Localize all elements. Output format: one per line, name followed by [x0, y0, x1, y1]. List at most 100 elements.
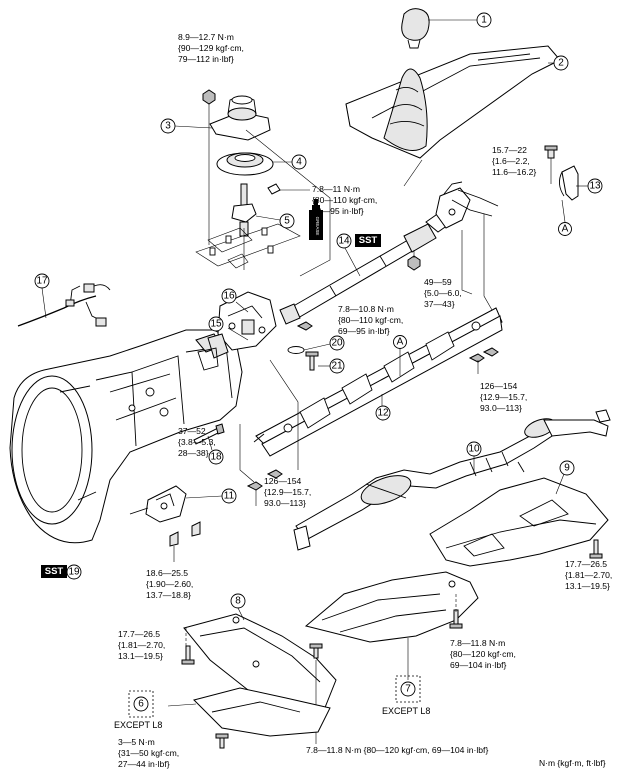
- torque-18: 37—52 {3.8—5.3, 28—38}: [178, 426, 216, 458]
- svg-text:{3.8—5.3,: {3.8—5.3,: [178, 437, 216, 447]
- callout-8: 8: [230, 593, 246, 609]
- shaft-nut: [407, 255, 421, 271]
- svg-text:{80—110 kgf·cm,: {80—110 kgf·cm,: [338, 315, 403, 325]
- callout-11: 11: [221, 488, 237, 504]
- leader-16: [235, 301, 249, 313]
- svg-text:10: 10: [468, 444, 480, 455]
- callout-18: 18: [208, 449, 224, 465]
- svg-text:21: 21: [331, 361, 343, 372]
- except-label-7: EXCEPT L8: [382, 706, 430, 716]
- callout-21: 21: [329, 358, 345, 374]
- callout-4: 4: [291, 154, 307, 170]
- svg-text:69—95 in·lbf}: 69—95 in·lbf}: [338, 326, 390, 336]
- svg-text:15: 15: [210, 319, 222, 330]
- svg-text:9: 9: [564, 463, 570, 474]
- callout-7: 7: [400, 681, 416, 697]
- svg-text:1: 1: [481, 15, 487, 26]
- svg-text:7.8—11.8 N·m {80—120 kgf·cm, 6: 7.8—11.8 N·m {80—120 kgf·cm, 69—104 in·l…: [306, 745, 488, 755]
- heat-shield-bolt: [589, 539, 603, 559]
- svg-text:13.1—19.5}: 13.1—19.5}: [118, 651, 163, 661]
- torque-9: 17.7—26.5 {1.81—2.70, 13.1—19.5}: [565, 559, 612, 591]
- leader-9: [555, 473, 565, 495]
- torque-11: 18.6—25.5 {1.90—2.60, 13.7—18.8}: [146, 568, 193, 600]
- callout-6: 6: [133, 696, 149, 712]
- svg-text:14: 14: [338, 236, 350, 247]
- guide-cm-left: [239, 424, 255, 483]
- svg-text:3: 3: [165, 121, 171, 132]
- svg-text:37—43}: 37—43}: [424, 299, 455, 309]
- guide-right-insulator: [245, 129, 331, 277]
- leader-A1: [561, 199, 566, 223]
- guide-line: [403, 159, 423, 187]
- callout-20: 20: [329, 335, 345, 351]
- propeller-shaft: [279, 207, 459, 325]
- svg-text:37—52: 37—52: [178, 426, 206, 436]
- bolt-mid: [296, 321, 313, 331]
- leader-5: [255, 215, 281, 221]
- svg-text:16: 16: [223, 291, 235, 302]
- svg-text:2: 2: [558, 58, 564, 69]
- leader-6: [167, 703, 197, 707]
- svg-text:17.7—26.5: 17.7—26.5: [565, 559, 607, 569]
- bolt-21: [305, 351, 319, 371]
- svg-text:49—59: 49—59: [424, 277, 452, 287]
- svg-text:SST: SST: [45, 566, 64, 577]
- svg-text:SST: SST: [359, 235, 378, 246]
- callout-17: 17: [34, 273, 50, 289]
- svg-text:{1.6—2.2,: {1.6—2.2,: [492, 156, 530, 166]
- svg-text:18: 18: [210, 452, 222, 463]
- svg-text:6: 6: [138, 699, 144, 710]
- units-note: N·m {kgf·m, ft·lbf}: [539, 758, 606, 768]
- torque-8: 17.7—26.5 {1.81—2.70, 13.1—19.5}: [118, 629, 165, 661]
- crossmember: [253, 307, 503, 457]
- shift-lever: [231, 183, 281, 237]
- svg-text:126—154: 126—154: [480, 381, 517, 391]
- svg-text:28—38}: 28—38}: [178, 448, 209, 458]
- svg-text:EXCEPT L8: EXCEPT L8: [382, 706, 430, 716]
- bolt-18: [193, 423, 225, 445]
- torque-6: 3—5 N·m {31—50 kgf·cm, 27—44 in·lbf}: [118, 737, 179, 769]
- svg-text:69—95 in·lbf}: 69—95 in·lbf}: [312, 206, 364, 216]
- box-7: [395, 675, 421, 703]
- under-cover-7: [304, 571, 479, 643]
- callout-10: 10: [466, 441, 482, 457]
- guide-cm-mid: [269, 359, 299, 470]
- torque-mid-bolt: 7.8—10.8 N·m {80—110 kgf·cm, 69—95 in·lb…: [338, 304, 403, 336]
- sst-label-14: SST: [355, 234, 381, 247]
- svg-text:7.8—11.8 N·m: 7.8—11.8 N·m: [450, 638, 505, 648]
- crossmember-bolt-right-2: [482, 347, 499, 357]
- svg-text:27—44 in·lbf}: 27—44 in·lbf}: [118, 759, 170, 769]
- svg-text:{1.81—2.70,: {1.81—2.70,: [118, 640, 165, 650]
- callout-1: 1: [476, 12, 492, 28]
- shift-insulator: [209, 95, 271, 141]
- callout-2: 2: [553, 55, 569, 71]
- svg-text:{1.81—2.70,: {1.81—2.70,: [565, 570, 612, 580]
- crossmember-bolt-left-1: [246, 481, 263, 491]
- svg-text:20: 20: [331, 338, 343, 349]
- callout-5: 5: [279, 213, 295, 229]
- sst-label-19: SST: [41, 565, 67, 578]
- bracket-11: [129, 485, 201, 547]
- svg-text:{12.9—15.7,: {12.9—15.7,: [480, 392, 527, 402]
- transmission-case: [9, 329, 243, 544]
- torque-shaft-nut: 49—59 {5.0—6.0, 37—43}: [424, 277, 462, 309]
- svg-text:A: A: [397, 337, 404, 348]
- exhaust-pipe: [293, 409, 611, 551]
- crossmember-bolt-left-2: [266, 469, 283, 479]
- svg-text:5: 5: [284, 216, 290, 227]
- svg-text:EXCEPT L8: EXCEPT L8: [114, 720, 162, 730]
- callout-15: 15: [208, 316, 224, 332]
- console-panel: [345, 45, 561, 159]
- rear-yoke: [435, 181, 499, 229]
- svg-text:13.7—18.8}: 13.7—18.8}: [146, 590, 191, 600]
- crossmember-bolt-right-1: [468, 353, 485, 363]
- torque-bottom: 7.8—11.8 N·m {80—120 kgf·cm, 69—104 in·l…: [306, 745, 488, 755]
- svg-text:7: 7: [405, 684, 411, 695]
- svg-text:126—154: 126—154: [264, 476, 301, 486]
- svg-text:79—112 in·lbf}: 79—112 in·lbf}: [178, 54, 234, 64]
- svg-text:GREASE: GREASE: [315, 217, 320, 236]
- callout-A-mid: A: [393, 335, 407, 349]
- svg-text:{1.90—2.60,: {1.90—2.60,: [146, 579, 193, 589]
- svg-text:{80—120 kgf·cm,: {80—120 kgf·cm,: [450, 649, 516, 659]
- svg-text:13.1—19.5}: 13.1—19.5}: [565, 581, 610, 591]
